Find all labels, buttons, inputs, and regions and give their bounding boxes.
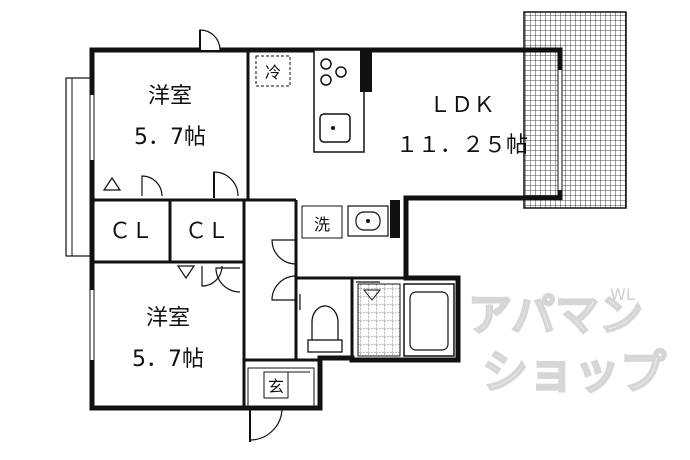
watermark: アパマン ショップ WL (467, 285, 667, 400)
watermark-mark: WL (610, 285, 635, 304)
bedroom-top-size: 5．7帖 (134, 125, 206, 150)
marker-triangle (102, 176, 122, 191)
marker-triangle (176, 265, 196, 280)
toilet (307, 305, 343, 353)
ldk-name: ＬＤＫ (429, 93, 495, 118)
door-swings (141, 171, 380, 442)
refrigerator-label: 冷 (265, 63, 281, 82)
bedroom-top-name: 洋室 (148, 84, 192, 109)
closet-right-label: ＣＬ (185, 219, 229, 244)
bedroom-bottom-name: 洋室 (146, 306, 190, 331)
closet-left-label: ＣＬ (109, 219, 153, 244)
entrance (247, 367, 315, 407)
watermark-line2: ショップ (482, 345, 666, 399)
watermark-line1: アパマン (468, 290, 643, 341)
ldk-size: １１．２５帖 (396, 133, 528, 158)
refrigerator-space (255, 55, 291, 87)
interior-walls (92, 50, 406, 408)
washer-label: 洗 (314, 215, 330, 234)
washroom (301, 200, 400, 239)
top-window (199, 29, 221, 51)
left-window-bay (65, 77, 93, 257)
balcony (523, 11, 627, 209)
bathroom (357, 283, 455, 357)
entrance-label: 玄 (268, 377, 284, 396)
bedroom-bottom-size: 5．7帖 (132, 347, 204, 372)
kitchen-counter (313, 49, 372, 153)
